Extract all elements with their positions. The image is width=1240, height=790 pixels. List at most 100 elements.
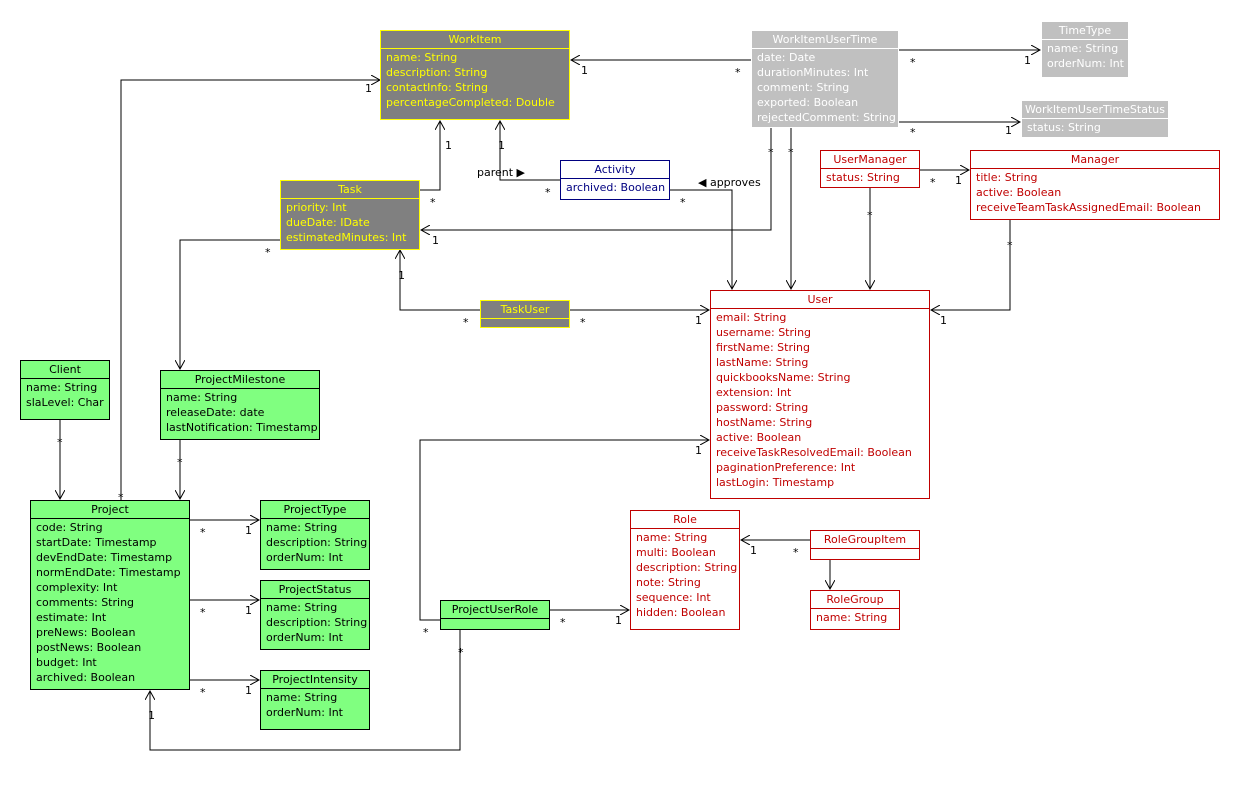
attribute: username: String bbox=[716, 326, 812, 339]
attribute: status: String bbox=[1027, 121, 1101, 134]
assoc-taskuser-task bbox=[400, 250, 480, 311]
attribute: releaseDate: date bbox=[166, 406, 265, 419]
attribute: dueDate: IDate bbox=[286, 216, 370, 229]
class-name: Client bbox=[21, 361, 109, 379]
attribute: name: String bbox=[816, 611, 888, 624]
attribute: note: String bbox=[636, 576, 701, 589]
attribute: name: String bbox=[386, 51, 458, 64]
attribute: firstName: String bbox=[716, 341, 810, 354]
class-name: ProjectMilestone bbox=[161, 371, 319, 389]
attribute: orderNum: Int bbox=[266, 551, 343, 564]
attribute: orderNum: Int bbox=[266, 706, 343, 719]
class-projectuserrole[interactable]: ProjectUserRole bbox=[440, 600, 550, 630]
mult-mgr-user-many: * bbox=[1007, 239, 1013, 252]
mult-pur-project-many: * bbox=[458, 646, 464, 659]
attribute: description: String bbox=[636, 561, 738, 574]
class-workitemusertimestatus[interactable]: WorkItemUserTimeStatus status: String bbox=[1021, 100, 1169, 138]
attribute: complexity: Int bbox=[36, 581, 118, 594]
attribute: hostName: String bbox=[716, 416, 813, 429]
class-name: Task bbox=[281, 181, 419, 199]
attribute: name: String bbox=[26, 381, 98, 394]
class-name: Activity bbox=[561, 161, 669, 179]
mult-wiut-wi-many: * bbox=[735, 66, 741, 79]
mult-taskuser-task-many: * bbox=[463, 316, 469, 329]
attribute: quickbooksName: String bbox=[716, 371, 851, 384]
attribute-list: name: String description: String orderNum:… bbox=[261, 599, 369, 647]
mult-task-ms-many: * bbox=[265, 246, 271, 259]
attribute: name: String bbox=[266, 601, 338, 614]
mult-wiut-tt-one: 1 bbox=[1024, 54, 1031, 67]
attribute: status: String bbox=[826, 171, 900, 184]
assoc-task-projectmilestone bbox=[180, 239, 280, 369]
attribute: date: Date bbox=[757, 51, 816, 64]
attribute: email: String bbox=[716, 311, 787, 324]
class-name: TimeType bbox=[1042, 22, 1128, 40]
mult-ps-one: 1 bbox=[245, 604, 252, 617]
attribute: description: String bbox=[266, 536, 368, 549]
attribute: sequence: Int bbox=[636, 591, 711, 604]
class-taskuser[interactable]: TaskUser bbox=[480, 300, 570, 328]
class-rolegroup[interactable]: RoleGroup name: String bbox=[810, 590, 900, 630]
mult-act-wi-many: * bbox=[545, 186, 551, 199]
attribute: contactInfo: String bbox=[386, 81, 489, 94]
mult-rgi-role-one: 1 bbox=[750, 544, 757, 557]
mult-ps-many: * bbox=[200, 606, 206, 619]
attribute: paginationPreference: Int bbox=[716, 461, 856, 474]
attribute-list bbox=[481, 319, 569, 322]
attribute: title: String bbox=[976, 171, 1038, 184]
attribute: active: Boolean bbox=[716, 431, 802, 444]
mult-pt-one: 1 bbox=[245, 524, 252, 537]
mult-um-user-many: * bbox=[867, 209, 873, 222]
mult-pi-many: * bbox=[200, 686, 206, 699]
class-projectmilestone[interactable]: ProjectMilestone name: String releaseDate:… bbox=[160, 370, 320, 440]
class-name: RoleGroup bbox=[811, 591, 899, 609]
mult-project-wi-many: * bbox=[118, 491, 124, 504]
attribute: orderNum: Int bbox=[266, 631, 343, 644]
class-usermanager[interactable]: UserManager status: String bbox=[820, 150, 920, 188]
class-name: Manager bbox=[971, 151, 1219, 169]
attribute-list bbox=[441, 619, 549, 622]
attribute: name: String bbox=[266, 521, 338, 534]
attribute: name: String bbox=[166, 391, 238, 404]
mult-wiut-st-one: 1 bbox=[1005, 124, 1012, 137]
attribute: multi: Boolean bbox=[636, 546, 716, 559]
attribute: comments: String bbox=[36, 596, 135, 609]
class-name: ProjectIntensity bbox=[261, 671, 369, 689]
class-name: WorkItemUserTime bbox=[752, 31, 898, 49]
attribute: description: String bbox=[266, 616, 368, 629]
class-name: UserManager bbox=[821, 151, 919, 169]
class-name: WorkItem bbox=[381, 31, 569, 49]
mult-wiut-task-one: 1 bbox=[432, 234, 439, 247]
class-rolegroupitem[interactable]: RoleGroupItem bbox=[810, 530, 920, 560]
attribute: rejectedComment: String bbox=[757, 111, 896, 124]
attribute: estimate: Int bbox=[36, 611, 107, 624]
mult-rgi-role-many: * bbox=[793, 546, 799, 559]
attribute: code: String bbox=[36, 521, 103, 534]
label-parent: parent ▶ bbox=[477, 166, 526, 179]
attribute: priority: Int bbox=[286, 201, 347, 214]
mult-act-user-many: * bbox=[680, 196, 686, 209]
assoc-workitemusertime-task bbox=[421, 128, 772, 230]
mult-pur-role-many: * bbox=[560, 616, 566, 629]
mult-pur-user-one: 1 bbox=[695, 444, 702, 457]
class-name: WorkItemUserTimeStatus bbox=[1022, 101, 1168, 119]
